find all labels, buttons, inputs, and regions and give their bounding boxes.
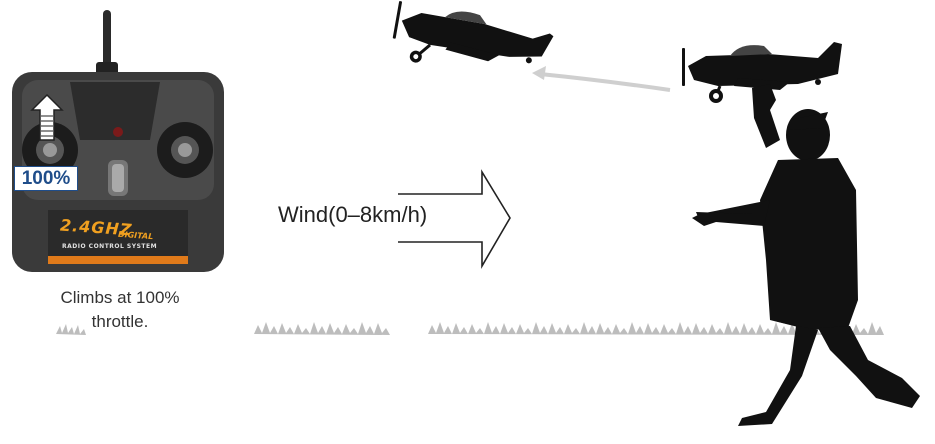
antenna [103,10,111,72]
wind-label: Wind(0–8km/h) [278,202,428,227]
brand-panel [48,210,188,258]
left-stick [43,143,57,157]
left-leg [738,320,818,426]
handheld-transmitter [696,212,752,222]
transmitter-system-label: RADIO CONTROL SYSTEM [62,243,158,250]
throttle-percent-badge: 100% [14,166,78,191]
airplane-launch [682,42,842,103]
right-stick [178,143,192,157]
airplane-climbing [392,1,554,64]
right-leg [818,326,920,408]
torso [760,158,858,330]
power-led [113,127,123,137]
raised-arm [752,84,780,148]
person-silhouette [692,84,920,426]
grass-strip-middle [254,322,390,335]
grass-strip-right [428,322,884,335]
flight-path-arrow-icon [532,66,671,92]
climb-caption-line2: throttle. [91,312,149,331]
wind-arrow-icon [398,169,511,269]
throttle-up-arrow-icon [30,93,64,141]
climb-caption: Climbs at 100% throttle. [20,286,220,334]
grass-strip-left [56,324,86,335]
climb-caption-line1: Climbs at 100% [60,288,180,307]
transmitter [12,10,224,272]
